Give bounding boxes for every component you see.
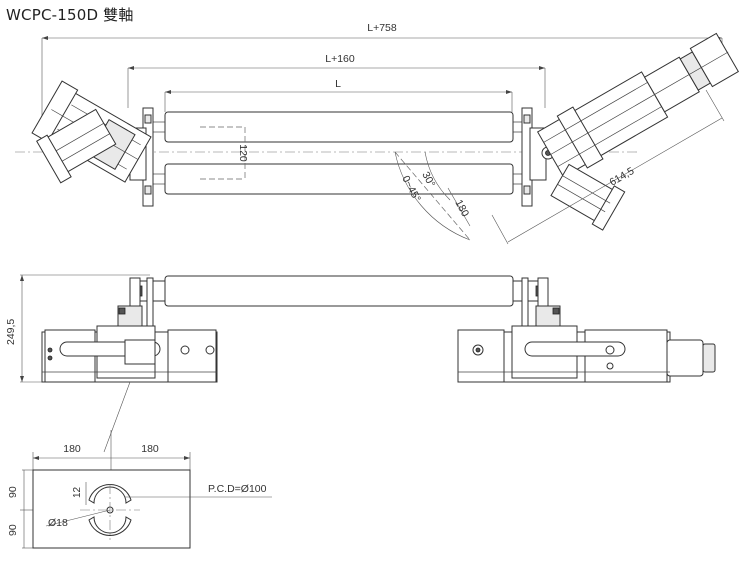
dim-roller-gap: 120 <box>200 126 249 180</box>
front-right-unit <box>457 277 716 383</box>
plate-half-top-label: 90 <box>7 486 19 498</box>
upper-roller <box>150 111 530 143</box>
arm-length-label: 614,5 <box>608 165 637 189</box>
arm-offset-label: 180 <box>452 198 471 219</box>
plate-half-bottom-label: 90 <box>7 524 19 536</box>
left-actuator-upper <box>36 108 117 184</box>
dim-roller-length: L <box>164 78 513 112</box>
right-actuator <box>536 32 740 178</box>
mid-length-label: L+160 <box>325 53 355 65</box>
base-right-label: 180 <box>141 443 159 455</box>
dim-plate-heights: 90 90 <box>7 469 33 549</box>
base-left-label: 180 <box>63 443 81 455</box>
dim-height: 249,5 <box>5 274 150 383</box>
dim-mid-length: L+160 <box>127 53 546 108</box>
right-actuator-lower <box>550 163 626 231</box>
lower-roller <box>150 163 530 195</box>
top-view: L+758 L+160 L <box>15 22 740 245</box>
front-roller <box>133 275 545 307</box>
slot-dims: 12 Ø18 P.C.D=Ø100 <box>45 482 272 529</box>
roller-gap-label: 120 <box>237 144 249 162</box>
front-left-unit <box>41 277 218 383</box>
drawing-title: WCPC-150D 雙軸 <box>6 6 134 24</box>
front-view: 249,5 <box>5 274 716 453</box>
slot-width-label: 12 <box>72 486 83 498</box>
right-frame <box>521 107 555 207</box>
dim-base-widths: 180 180 <box>32 430 191 470</box>
hole-diameter-label: Ø18 <box>48 517 68 529</box>
height-label: 249,5 <box>5 319 17 345</box>
base-plate-view: 180 180 90 90 12 Ø18 P.C.D=Ø100 <box>7 430 272 549</box>
pcd-label: P.C.D=Ø100 <box>208 483 267 495</box>
overall-length-label: L+758 <box>367 22 397 34</box>
roller-length-label: L <box>335 78 341 90</box>
